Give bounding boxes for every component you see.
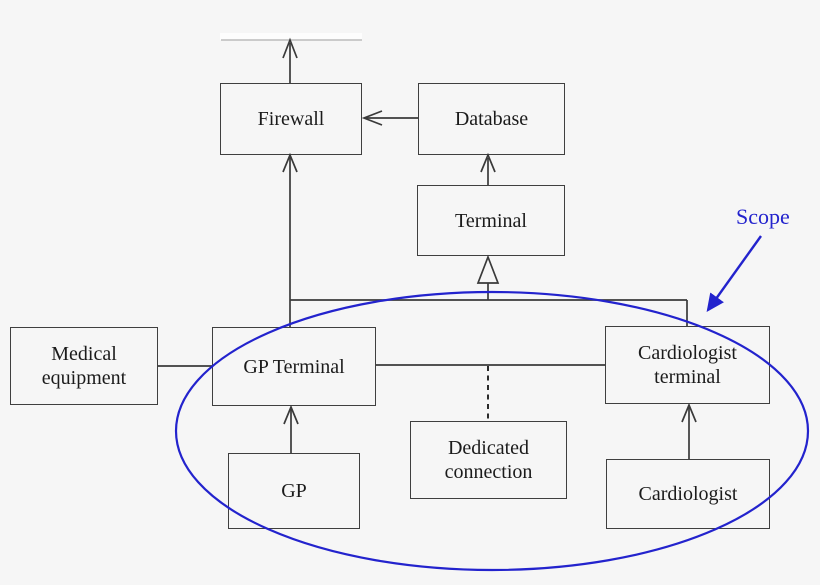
node-medical-equipment: Medical equipment <box>10 327 158 405</box>
node-firewall-label: Firewall <box>257 108 325 130</box>
edge-database-firewall <box>361 110 418 126</box>
node-firewall: Firewall <box>220 83 362 155</box>
node-dedicated-connection: Dedicated connection <box>410 421 567 499</box>
edge-firewall-outside <box>282 37 298 83</box>
edge-terminals-generalization <box>290 254 688 326</box>
node-cardiologist-terminal-label: Cardiologist terminal <box>638 342 737 388</box>
hollow-triangle-arrowhead <box>476 254 500 284</box>
node-database: Database <box>418 83 565 155</box>
node-gp-label: GP <box>281 480 307 502</box>
node-cardiologist-terminal: Cardiologist terminal <box>605 326 770 404</box>
scope-pointer-arrow <box>706 235 762 312</box>
top-cropped-box-remnant <box>220 33 362 40</box>
node-gp-terminal: GP Terminal <box>212 327 376 406</box>
node-gp: GP <box>228 453 360 529</box>
node-cardiologist-label: Cardiologist <box>638 483 738 505</box>
node-cardiologist: Cardiologist <box>606 459 770 529</box>
node-terminal-label: Terminal <box>455 209 527 232</box>
edge-terminal-database <box>480 152 496 185</box>
node-gp-terminal-label: GP Terminal <box>243 355 345 378</box>
edge-gp-terminal-firewall <box>282 152 298 327</box>
node-database-label: Database <box>454 108 529 130</box>
edge-gp-gp-terminal <box>283 404 299 453</box>
node-medical-equipment-label: Medical equipment <box>41 343 127 389</box>
scope-label: Scope <box>736 204 790 229</box>
edge-cardiologist-cardiologist-terminal <box>681 402 697 459</box>
node-terminal: Terminal <box>417 185 565 256</box>
node-dedicated-connection-label: Dedicated connection <box>444 437 533 483</box>
